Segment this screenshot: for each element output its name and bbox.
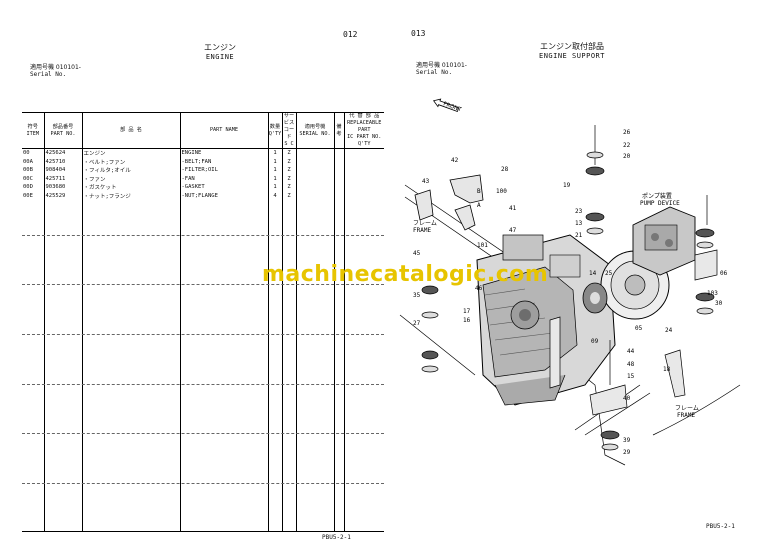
callout-label: 24	[665, 327, 673, 334]
callout-label: 14	[589, 270, 597, 277]
page-number-left: 012	[343, 30, 358, 39]
callout-label: 45	[413, 250, 421, 257]
coupling	[582, 282, 608, 314]
header-part-name-jp: 部 品 名	[81, 112, 180, 149]
serial-label-en-right: Serial No.	[416, 69, 453, 76]
callout-label: 26	[623, 129, 631, 136]
serial-label-en: Serial No.	[30, 71, 67, 78]
pump-label-en: PUMP DEVICE	[640, 200, 680, 207]
footer-left: PBU5-2-1	[322, 534, 351, 541]
serial-label-jp-right: 適用号機 010101-	[416, 62, 467, 69]
callout-label: 05	[635, 325, 643, 332]
callout-label: 09	[591, 338, 599, 345]
callout-label: 17	[463, 308, 471, 315]
callout-label: 25	[605, 270, 613, 277]
engine-support-diagram: FRONT	[399, 98, 741, 466]
page-title-jp-right: エンジン取付部品	[540, 42, 604, 51]
callout-label: A	[477, 202, 481, 209]
callout-label: 20	[623, 153, 631, 160]
page-title-jp: エンジン	[204, 43, 236, 52]
callout-label: 40	[623, 395, 631, 402]
callout-label: 16	[463, 317, 471, 324]
callout-label: 44	[627, 348, 635, 355]
watermark: machinecatalogic.com	[262, 262, 549, 287]
frame2-label-en: FRAME	[677, 412, 695, 419]
callout-label: 06	[720, 270, 728, 277]
callout-label: 27	[413, 320, 421, 327]
page-number-right: 013	[411, 29, 426, 38]
callout-label: 22	[623, 142, 631, 149]
frame2-label-jp: フレーム	[675, 405, 699, 412]
engine-block	[476, 234, 616, 406]
callout-label: 46	[475, 285, 483, 292]
callout-label: 42	[451, 157, 459, 164]
pump-label-jp: ポンプ装置	[642, 192, 672, 200]
callout-label: 41	[509, 205, 517, 212]
callout-label: B	[477, 188, 481, 195]
callout-label: 103	[707, 290, 718, 297]
serial-label-jp: 適用号機 010101-	[30, 64, 81, 71]
callout-label: 35	[413, 292, 421, 299]
frame-label-jp: フレーム	[413, 220, 437, 227]
page-title-en: ENGINE	[205, 53, 235, 61]
callout-label: 23	[575, 208, 583, 215]
callout-label: 101	[477, 242, 488, 249]
pump-device	[632, 206, 696, 276]
front-arrow-icon	[432, 98, 460, 113]
callout-label: 13	[575, 220, 583, 227]
page-title-en-right: ENGINE SUPPORT	[538, 52, 605, 60]
callout-label: 39	[623, 437, 631, 444]
callout-label: 29	[623, 449, 631, 456]
callout-label: 48	[627, 361, 635, 368]
callout-label: 19	[563, 182, 571, 189]
callout-label: 43	[422, 178, 430, 185]
callout-label: 100	[496, 188, 507, 195]
front-label: FRONT	[442, 101, 462, 113]
side-brackets	[549, 249, 718, 416]
flywheel-housing	[600, 250, 670, 320]
frame-labels: フレーム FRAME フレーム FRAME ポンプ装置 PUMP DEVICE	[413, 192, 699, 419]
callout-label: 15	[627, 373, 635, 380]
callout-labels: 26 22 20 42 28 19 100 43 B A 41 47 101 2…	[413, 129, 728, 456]
callout-label: 21	[575, 232, 583, 239]
engine-bracket	[414, 174, 484, 231]
frame-line-2	[652, 384, 741, 436]
callout-label: 18	[663, 366, 671, 373]
header-part-name-en: PART NAME	[179, 112, 268, 149]
callout-label: 30	[715, 300, 723, 307]
footer-right: PBU5-2-1	[706, 523, 735, 530]
header-remarks: 備考	[333, 112, 344, 149]
callout-label: 47	[509, 227, 517, 234]
callout-label: 28	[501, 166, 509, 173]
frame-label-en: FRAME	[413, 227, 431, 234]
